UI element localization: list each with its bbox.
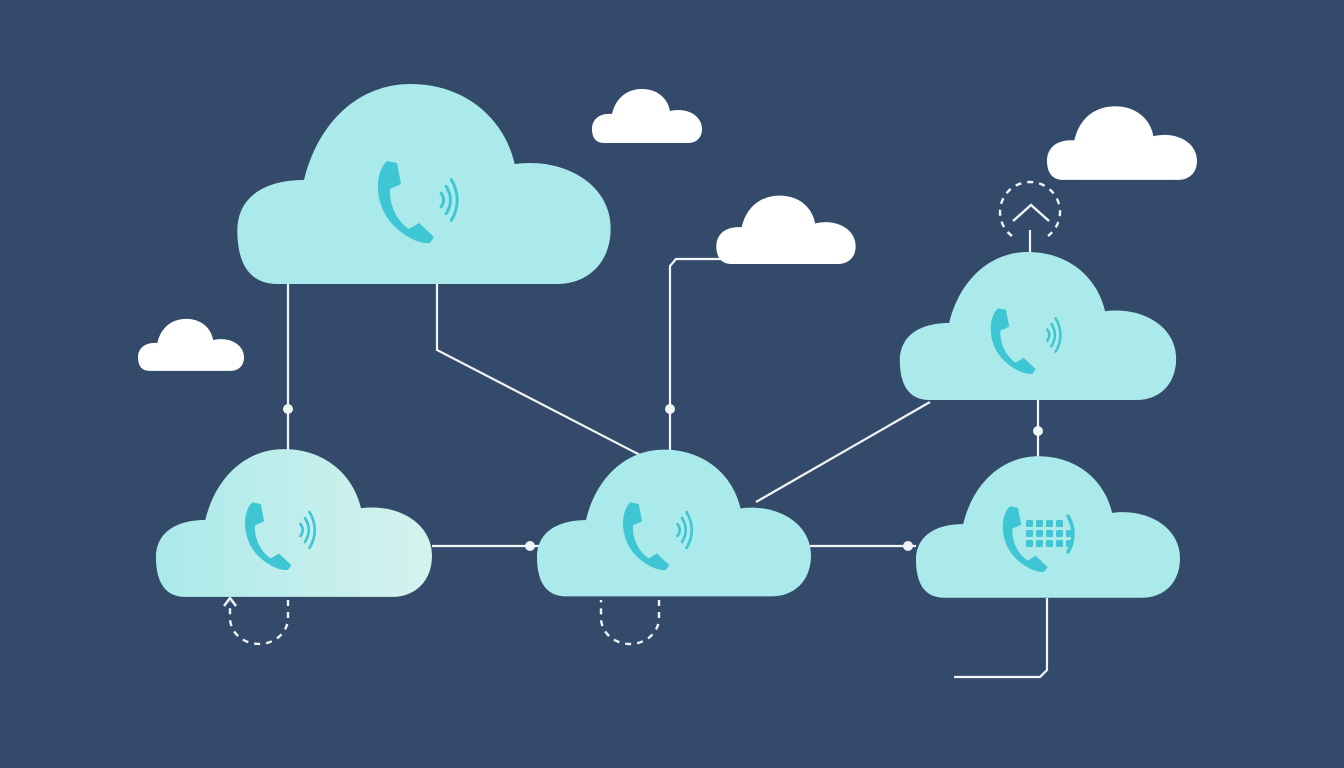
junction-dot <box>525 541 535 551</box>
edge-line <box>755 401 931 503</box>
junction-dot <box>903 541 913 551</box>
cloud-bottom-right <box>916 456 1180 598</box>
upload-indicator <box>998 180 1062 237</box>
keypad-key <box>1036 540 1043 547</box>
keypad-key <box>1026 530 1033 537</box>
loop-arrow-icon <box>223 596 237 607</box>
junction-dot <box>1033 426 1043 436</box>
signal-icon <box>1066 514 1075 554</box>
keypad-key <box>1046 530 1053 537</box>
keypad-key <box>1056 530 1063 537</box>
keypad-key <box>1046 540 1053 547</box>
keypad-icon <box>1026 514 1075 554</box>
chevron-up-icon <box>1012 203 1050 222</box>
keypad-key <box>1056 520 1063 527</box>
junction-dot <box>283 404 293 414</box>
dashed-loop <box>599 600 661 646</box>
connector-layer <box>286 230 1049 679</box>
edge-line <box>435 284 641 456</box>
keypad-key <box>1026 520 1033 527</box>
edge-line <box>954 598 1049 679</box>
keypad-key <box>1026 540 1033 547</box>
dashed-arc <box>998 180 1062 237</box>
keypad-key <box>1056 540 1063 547</box>
keypad-key <box>1036 520 1043 527</box>
connector-dots <box>283 404 1043 551</box>
keypad-key <box>1046 520 1053 527</box>
dashed-loop <box>228 600 290 646</box>
edge-line <box>668 257 728 452</box>
dashed-loops <box>228 600 661 646</box>
junction-dot <box>665 404 675 414</box>
keypad-key <box>1036 530 1043 537</box>
